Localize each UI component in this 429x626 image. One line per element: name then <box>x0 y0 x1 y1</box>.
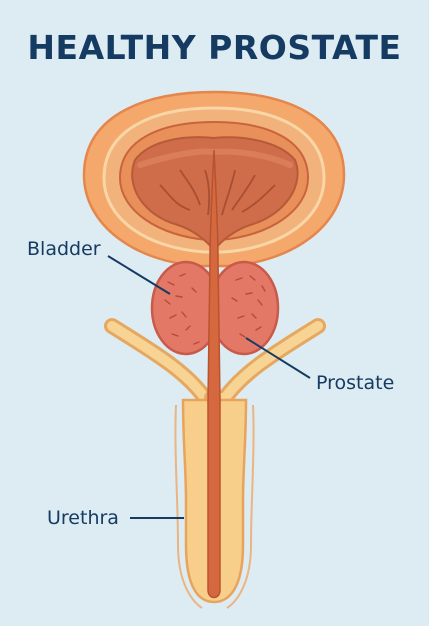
bladder-leader-line <box>107 255 171 295</box>
bladder-label: Bladder <box>27 238 101 260</box>
vas-deferens <box>104 318 326 406</box>
prostate-label: Prostate <box>316 372 395 394</box>
page-title: HEALTHY PROSTATE <box>27 28 402 67</box>
prostate-leader-line <box>245 337 311 379</box>
leader-lines <box>107 255 311 519</box>
prostate-gland <box>150 260 280 356</box>
urethra-label: Urethra <box>47 507 119 529</box>
urethra <box>207 149 221 599</box>
